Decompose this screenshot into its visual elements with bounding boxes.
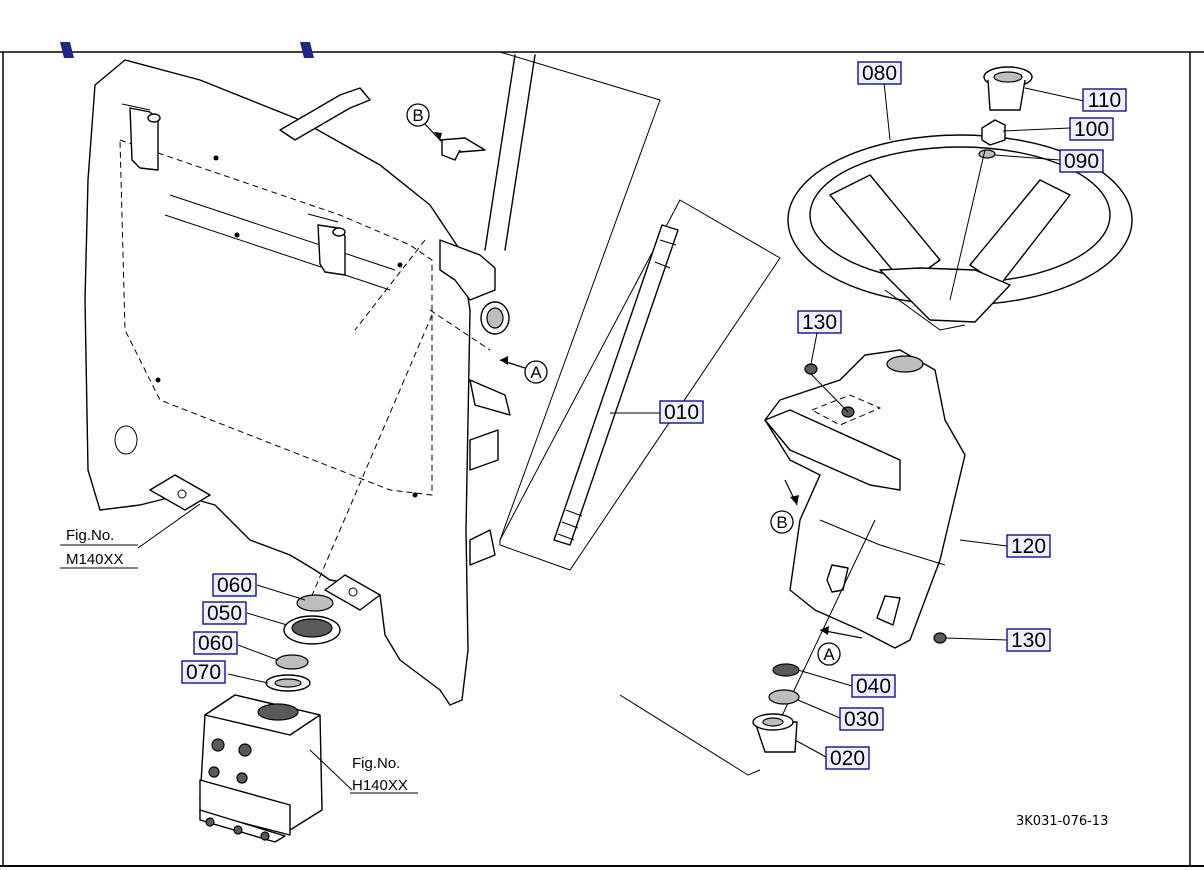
part-label-090[interactable]: 090	[1059, 149, 1104, 173]
part-label-070[interactable]: 070	[181, 660, 226, 684]
svg-text:A: A	[823, 645, 835, 664]
part-label-080[interactable]: 080	[857, 61, 902, 85]
part-label-060-bottom[interactable]: 060	[193, 631, 238, 655]
part-label-120[interactable]: 120	[1006, 534, 1051, 558]
svg-text:130: 130	[802, 311, 837, 334]
leader-lines	[60, 81, 1085, 794]
part-label-110[interactable]: 110	[1082, 88, 1127, 112]
svg-text:060: 060	[198, 632, 233, 655]
bracket-b	[439, 137, 486, 161]
column-cover	[764, 349, 966, 649]
svg-text:030: 030	[844, 708, 879, 731]
svg-text:080: 080	[862, 62, 897, 85]
svg-text:090: 090	[1064, 150, 1099, 173]
marker-b-top: B	[406, 103, 442, 141]
marker-a-cover: A	[817, 626, 863, 666]
svg-text:020: 020	[830, 747, 865, 770]
marker-b-cover: B	[770, 479, 799, 534]
fig-ref-h140xx[interactable]: Fig.No. H140XX	[352, 755, 408, 794]
part-label-100[interactable]: 100	[1069, 117, 1114, 141]
part-label-040[interactable]: 040	[851, 674, 896, 698]
svg-text:B: B	[412, 106, 423, 125]
part-label-030[interactable]: 030	[839, 707, 884, 731]
part-label-010-text: 010	[664, 401, 699, 424]
part-label-020[interactable]: 020	[825, 746, 870, 770]
drawing-number: 3K031-076-13	[1016, 814, 1108, 829]
marker-a-top: A	[499, 356, 548, 384]
steering-valve-unit	[199, 694, 323, 843]
steering-wheel	[787, 134, 1133, 331]
steering-shaft	[499, 51, 781, 571]
svg-text:A: A	[530, 363, 542, 382]
part-label-050[interactable]: 050	[202, 601, 247, 625]
dash-panel	[84, 54, 536, 706]
part-label-130-top[interactable]: 130	[797, 310, 842, 334]
svg-text:B: B	[776, 513, 787, 532]
svg-text:070: 070	[186, 661, 221, 684]
part-label-010[interactable]: 010	[659, 400, 704, 424]
part-label-060-top[interactable]: 060	[212, 573, 257, 597]
hub-parts	[949, 66, 1033, 301]
svg-text:100: 100	[1074, 118, 1109, 141]
lower-bearing-stack	[265, 594, 341, 692]
svg-text:130: 130	[1011, 629, 1046, 652]
svg-text:050: 050	[207, 602, 242, 625]
svg-text:M140XX: M140XX	[66, 551, 124, 568]
svg-text:110: 110	[1088, 89, 1121, 112]
svg-text:H140XX: H140XX	[352, 777, 408, 794]
svg-text:120: 120	[1011, 535, 1046, 558]
drawing-frame	[0, 42, 1204, 867]
svg-text:060: 060	[217, 574, 252, 597]
svg-text:Fig.No.: Fig.No.	[352, 755, 400, 772]
part-label-130-bottom[interactable]: 130	[1006, 628, 1051, 652]
svg-text:040: 040	[856, 675, 891, 698]
fig-ref-m140xx[interactable]: Fig.No. M140XX	[66, 527, 124, 568]
svg-text:Fig.No.: Fig.No.	[66, 527, 114, 544]
